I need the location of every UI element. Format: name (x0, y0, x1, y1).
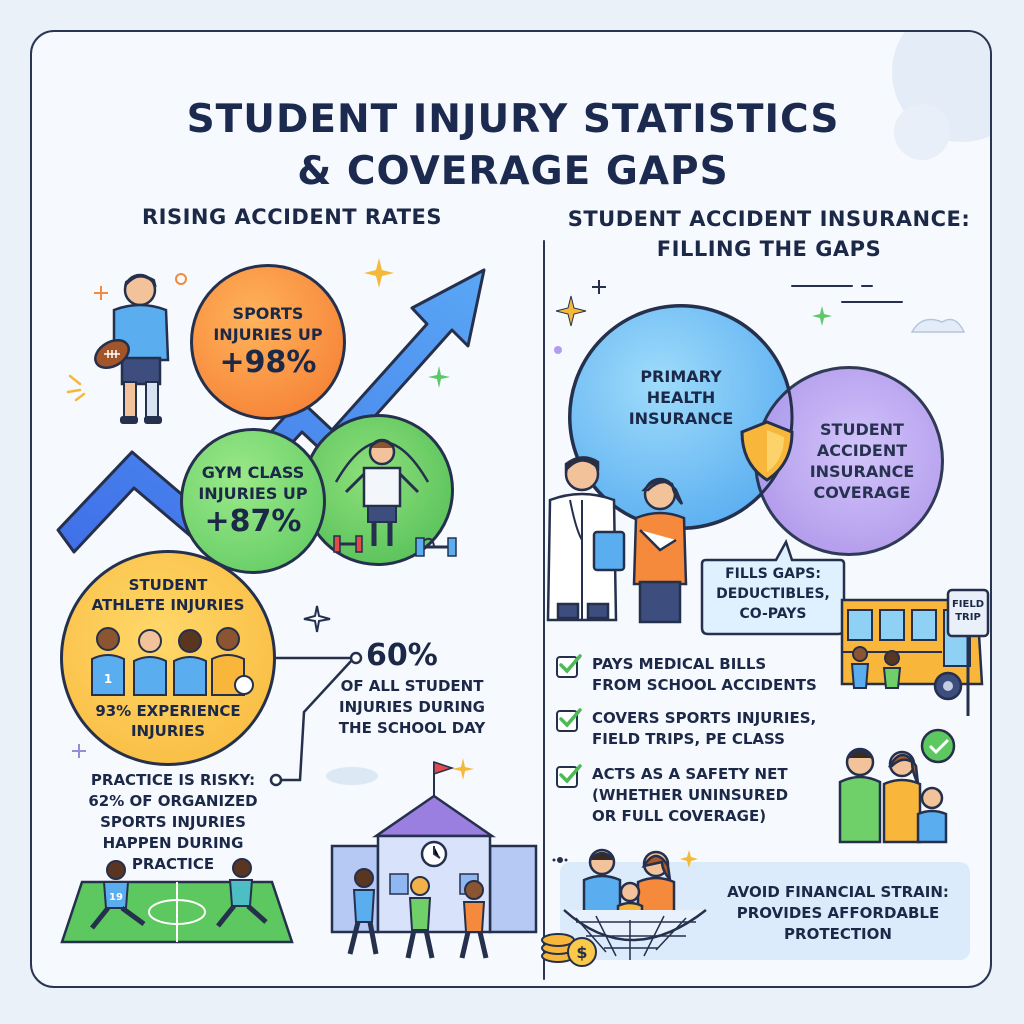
check-icon (556, 708, 582, 732)
sparkle-icon (555, 295, 587, 327)
plus-icon (94, 286, 108, 300)
background-blob (892, 32, 990, 160)
sparkle-icon (303, 605, 331, 633)
jump-rope-figure-illustration (333, 438, 435, 553)
primary-insurance-circle: PRIMARY HEALTH INSURANCE (568, 304, 794, 530)
soccer-field-illustration: 19 (60, 858, 294, 944)
school-building-illustration (326, 760, 538, 959)
coin-symbol: $ (576, 943, 587, 962)
sports-label-2: INJURIES UP (213, 325, 323, 344)
plus-icon (592, 280, 606, 294)
practice-risk-text: PRACTICE IS RISKY: 62% OF ORGANIZED SPOR… (88, 771, 258, 873)
impact-lines-icon (66, 374, 86, 402)
dots-icon (552, 857, 568, 863)
callout-bubble (700, 538, 846, 636)
sports-injuries-circle: SPORTS INJURIES UP +98% (190, 264, 346, 420)
primary-line-1: PRIMARY (640, 366, 722, 386)
circle-dot-icon (175, 273, 187, 285)
sports-label-1: SPORTS (232, 304, 304, 323)
practice-jersey-number: 19 (109, 892, 123, 903)
gym-injuries-circle: GYM CLASS INJURIES UP +87% (180, 428, 326, 574)
sparkle-icon (428, 366, 450, 388)
decorative-lines (791, 285, 966, 333)
financial-strain-text: AVOID FINANCIAL STRAIN: PROVIDES AFFORDA… (727, 883, 949, 943)
sparkle-icon (452, 758, 474, 780)
gym-value: +87% (204, 504, 302, 539)
sparkle-icon (364, 258, 394, 288)
plus-icon (72, 744, 86, 758)
center-divider (543, 240, 545, 980)
field-trip-sign-icon (946, 588, 990, 716)
athlete-stat-1: 93% EXPERIENCE (95, 702, 241, 720)
check-item-2: COVERS SPORTS INJURIES,FIELD TRIPS, PE C… (556, 708, 816, 750)
check-icon (556, 654, 582, 678)
sports-value: +98% (219, 345, 317, 380)
football-player-illustration (94, 273, 170, 424)
athlete-stat-2: INJURIES (130, 722, 206, 740)
sparkle-icon (680, 850, 698, 868)
gym-label-2: INJURIES UP (198, 484, 308, 503)
primary-line-2: HEALTH (646, 387, 716, 407)
athlete-label-2: ATHLETE INJURIES (91, 596, 245, 614)
family-illustration (838, 728, 956, 844)
circle-dot-icon (554, 346, 562, 354)
page-title: STUDENT INJURY STATISTICS& COVERAGE GAPS (186, 97, 840, 194)
student-line-1: STUDENT (820, 420, 904, 439)
student-athlete-circle: STUDENT ATHLETE INJURIES 1 93% EXPERIENC… (60, 550, 276, 766)
right-heading: STUDENT ACCIDENT INSURANCE:FILLING THE G… (567, 207, 971, 261)
callout-text: FILLS GAPS: DEDUCTIBLES, CO-PAYS (716, 566, 830, 622)
school-day-value: 60% (366, 638, 438, 673)
shield-icon (740, 420, 794, 482)
gym-label-1: GYM CLASS (201, 463, 305, 482)
dumbbell-icon (415, 537, 457, 557)
student-line-2: ACCIDENT (816, 441, 908, 460)
check-item-text: COVERS SPORTS INJURIES,FIELD TRIPS, PE C… (592, 709, 817, 748)
left-heading: RISING ACCIDENT RATES (141, 205, 442, 229)
doctor-patient-illustration (546, 456, 688, 624)
athlete-label-1: STUDENT (128, 576, 208, 594)
infographic-card: STUDENT INJURY STATISTICS& COVERAGE GAPS… (30, 30, 992, 988)
family-safety-net-illustration: $ (541, 848, 707, 967)
check-icon (556, 764, 582, 788)
school-day-text: OF ALL STUDENT INJURIES DURING THE SCHOO… (338, 677, 486, 737)
athlete-jersey-number: 1 (104, 672, 112, 686)
student-line-4: COVERAGE (813, 483, 911, 502)
primary-line-3: INSURANCE (628, 408, 734, 428)
connector-lines (269, 651, 363, 787)
student-line-3: INSURANCE (809, 462, 915, 481)
sparkle-icon (812, 306, 832, 326)
athlete-group-illustration: 1 (91, 627, 254, 696)
